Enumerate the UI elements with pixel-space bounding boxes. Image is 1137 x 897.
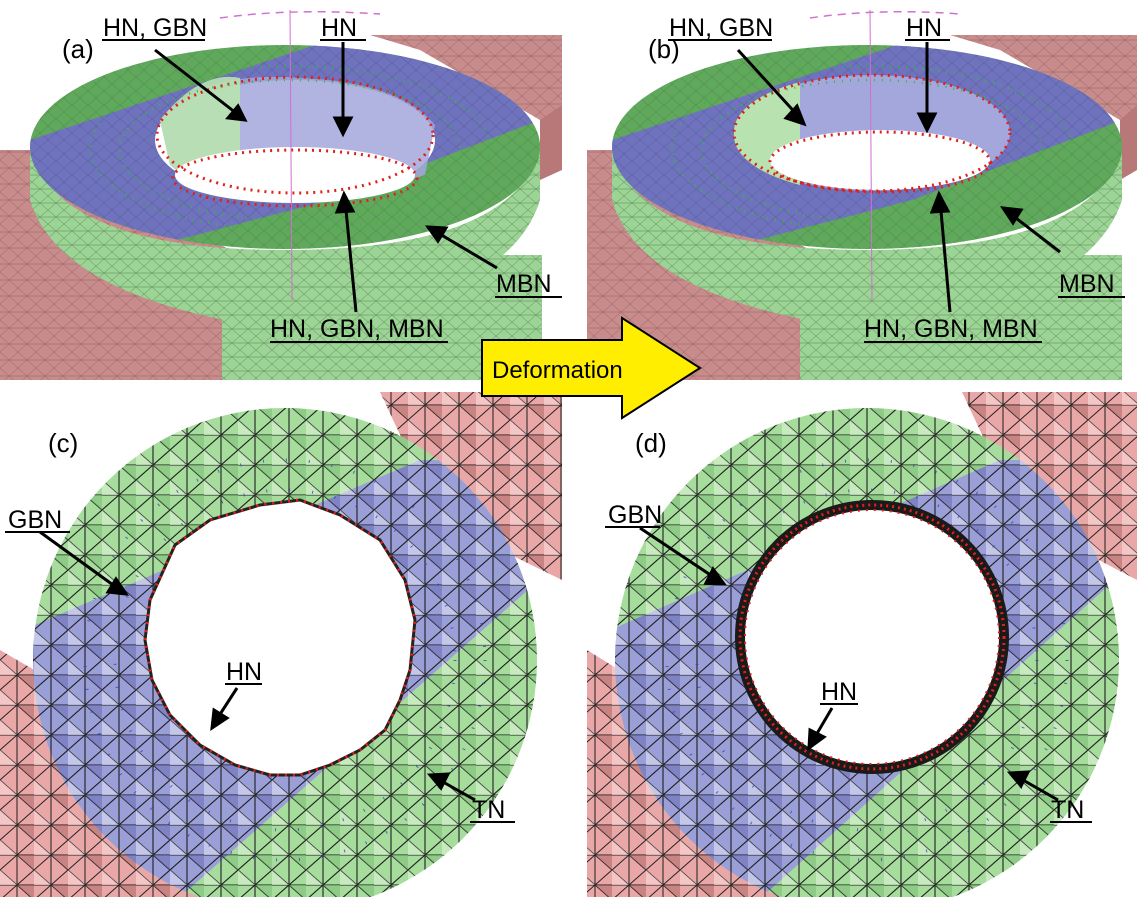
panel-label-a: (a) (62, 34, 94, 64)
callout-a-mbn: MBN (496, 270, 552, 298)
callout-d-gbn: GBN (608, 501, 662, 529)
panel-label-d: (d) (635, 428, 667, 458)
red-band-d (962, 392, 1137, 580)
red-block-right (370, 35, 562, 170)
callout-c-hn: HN (226, 658, 262, 686)
callouts-a (102, 39, 562, 343)
callout-b-hn: HN (906, 14, 942, 42)
panel-b (587, 9, 1137, 380)
red-block-right (950, 35, 1137, 170)
deformation-label: Deformation (492, 357, 623, 384)
panel-a (0, 9, 562, 380)
callouts-c (5, 530, 515, 823)
panel-label-c: (c) (48, 428, 78, 458)
callout-a-hn-gbn: HN, GBN (103, 14, 207, 42)
panel-c (0, 392, 562, 897)
callouts-b (668, 39, 1125, 343)
callout-d-hn: HN (821, 678, 857, 706)
hole-d (740, 505, 1004, 769)
callout-a-hn-gbn-mbn: HN, GBN, MBN (270, 315, 444, 343)
panel-d (587, 392, 1137, 897)
callout-a-hn: HN (321, 14, 357, 42)
callout-b-hn-gbn: HN, GBN (669, 14, 773, 42)
callout-b-mbn: MBN (1059, 270, 1115, 298)
callout-c-gbn: GBN (8, 506, 62, 534)
callout-d-tn: TN (1051, 796, 1084, 824)
red-band-c (380, 392, 562, 580)
right-arrow-icon (481, 316, 702, 420)
callout-b-hn-gbn-mbn: HN, GBN, MBN (864, 315, 1038, 343)
deformation-arrow: Deformation (481, 316, 702, 420)
callouts-d (605, 526, 1092, 823)
callout-c-tn: TN (472, 796, 505, 824)
